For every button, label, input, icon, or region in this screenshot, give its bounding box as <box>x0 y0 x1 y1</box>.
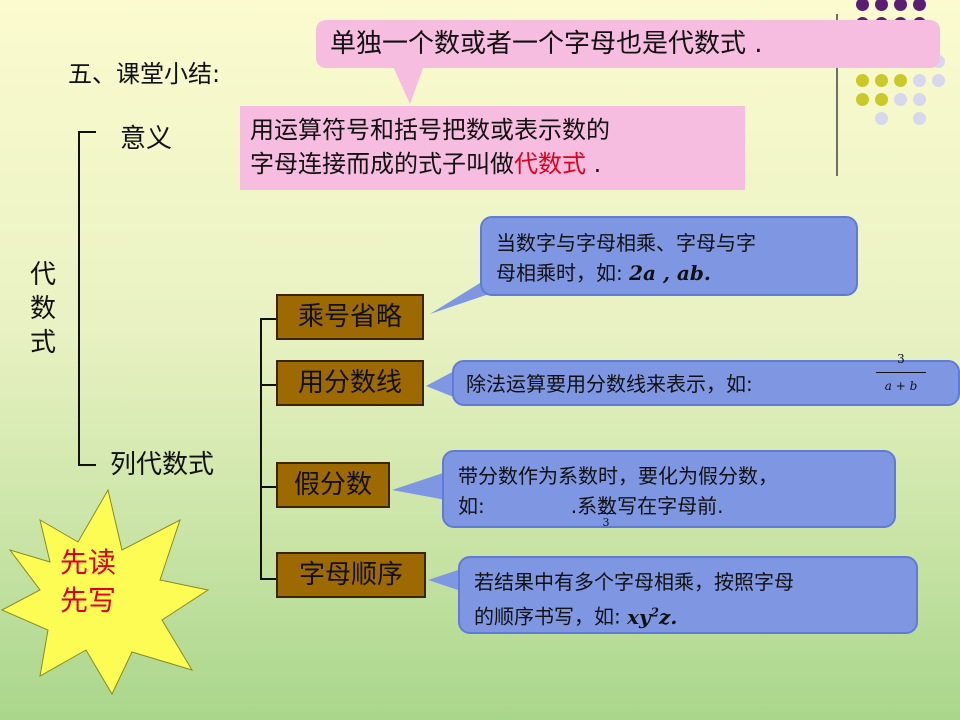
tree-root-char: 数 <box>30 294 57 324</box>
example-exponent: 2 <box>650 605 660 619</box>
decoration-dot <box>913 74 926 87</box>
rule-fraction-line: 用分数线 <box>276 360 424 406</box>
note-text: 带分数作为系数时，要化为假分数， <box>458 464 778 488</box>
note-text-part: 如: <box>458 494 485 518</box>
rules-bracket-tick <box>260 384 278 386</box>
definition-highlight: 代数式 <box>514 150 586 178</box>
tree-root-char: 代 <box>30 260 57 290</box>
branch-write: 列代数式 <box>110 450 215 480</box>
example-end: z. <box>659 604 678 629</box>
tree-bracket-vertical <box>78 131 80 466</box>
rules-bracket-tick <box>260 486 278 488</box>
note-text-part: 母相乘时，如: <box>496 261 623 285</box>
note-fraction-line: 除法运算要用分数线来表示，如: <box>452 360 960 406</box>
improper-numerator: 1 <box>602 498 610 511</box>
rules-bracket-tick <box>260 578 278 580</box>
decoration-dot <box>894 74 907 87</box>
note-fraction-pointer <box>426 370 456 398</box>
starburst-line: 先写 <box>59 584 116 617</box>
page-title: 五、课堂小结: <box>68 60 221 88</box>
rule-letter-order: 字母顺序 <box>276 552 426 598</box>
note-text: 母相乘时，如: 2a , ab. <box>496 258 842 288</box>
improper-fraction-bar <box>598 513 614 514</box>
decoration-dot <box>856 74 869 87</box>
fraction-bar <box>876 372 926 373</box>
decoration-dot <box>875 93 888 106</box>
rule-improper-fraction: 假分数 <box>276 462 390 508</box>
note-text: 的顺序书写，如: xy2z. <box>474 597 902 632</box>
starburst-shape <box>0 488 210 696</box>
definition-text: 字母连接而成的式子叫做 <box>250 150 514 178</box>
decoration-dot <box>913 0 926 11</box>
note-omit-multiply: 当数字与字母相乘、字母与字 母相乘时，如: 2a , ab. <box>480 216 858 296</box>
decoration-dot <box>856 93 869 106</box>
callout-single-term: 单独一个数或者一个字母也是代数式 . <box>316 20 940 68</box>
decoration-dot <box>913 93 926 106</box>
decoration-dot <box>856 0 869 11</box>
definition-end: . <box>586 150 602 178</box>
decoration-line <box>836 14 838 176</box>
decoration-dot <box>875 74 888 87</box>
fraction-example: 3 a + b <box>870 352 932 393</box>
fraction-numerator: 3 <box>897 352 905 366</box>
improper-denominator: 3 <box>602 516 610 529</box>
note-text: 若结果中有多个字母相乘，按照字母 <box>474 570 794 594</box>
starburst-text: 先读 先写 <box>48 544 128 620</box>
definition-box: 用运算符号和括号把数或表示数的 字母连接而成的式子叫做代数式 . <box>240 106 745 190</box>
note-example: 2a , ab. <box>629 261 711 285</box>
example-base: xy <box>627 604 651 629</box>
note-text: 当数字与字母相乘、字母与字 <box>496 231 756 255</box>
decoration-dot <box>875 0 888 11</box>
note-text-part: 的顺序书写，如: <box>474 604 621 629</box>
tree-bracket-bottom <box>78 464 96 466</box>
branch-meaning: 意义 <box>120 124 173 154</box>
definition-line-2: 字母连接而成的式子叫做代数式 . <box>250 147 735 181</box>
rule-omit-multiply: 乘号省略 <box>276 294 424 340</box>
decoration-dot <box>875 112 888 125</box>
decoration-dot <box>932 74 945 87</box>
rules-bracket-vertical <box>260 318 262 580</box>
note-order-pointer <box>428 568 464 592</box>
note-text: 除法运算要用分数线来表示，如: <box>466 372 753 396</box>
note-improper-fraction: 带分数作为系数时，要化为假分数， 如: .系数写在字母前. <box>442 450 896 528</box>
decoration-dot <box>913 112 926 125</box>
callout-top-pointer <box>390 60 426 104</box>
note-text-part: .系数写在字母前. <box>570 494 724 518</box>
tree-root: 代 数 式 <box>30 258 56 360</box>
improper-fraction-example: 1 3 <box>596 498 616 529</box>
note-improper-pointer <box>392 472 446 500</box>
note-text: 如: .系数写在字母前. <box>458 491 880 521</box>
note-letter-order: 若结果中有多个字母相乘，按照字母 的顺序书写，如: xy2z. <box>458 556 918 634</box>
definition-line-1: 用运算符号和括号把数或表示数的 <box>250 116 610 144</box>
fraction-denominator: a + b <box>884 379 918 393</box>
decoration-dot <box>894 0 907 11</box>
starburst-line: 先读 <box>59 546 116 579</box>
tree-root-char: 式 <box>30 328 57 358</box>
rules-bracket-tick <box>260 318 278 320</box>
decoration-dot <box>894 93 907 106</box>
tree-bracket-top <box>78 131 96 133</box>
note-example: xy2z. <box>627 605 677 629</box>
